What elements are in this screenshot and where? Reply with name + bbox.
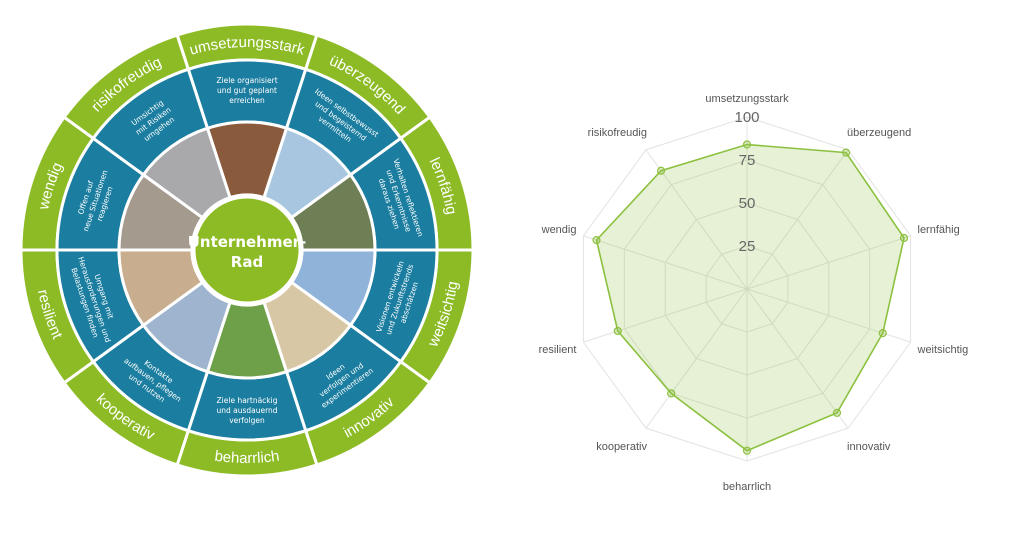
axis-label: lernfähig bbox=[918, 224, 960, 236]
center-title: Unternehmer- bbox=[188, 233, 307, 251]
axis-label: resilient bbox=[539, 344, 577, 356]
wheel-segment-0 bbox=[175, 22, 319, 200]
data-point-lernfähig bbox=[899, 233, 909, 243]
tick-label: 100 bbox=[734, 109, 759, 126]
segment-label: beharrlich bbox=[214, 448, 281, 467]
wheel-segment-9 bbox=[62, 33, 232, 220]
wheel-segment-6 bbox=[62, 280, 232, 467]
grid-spoke bbox=[746, 288, 849, 429]
data-point-beharrlich bbox=[742, 446, 752, 455]
axis-label: umsetzungsstark bbox=[705, 93, 789, 105]
axis-label: innovativ bbox=[847, 441, 891, 453]
data-point-resilient bbox=[613, 326, 622, 336]
data-point-kooperativ bbox=[667, 389, 676, 398]
axis-label: risikofreudig bbox=[588, 127, 647, 139]
radar-chart: 25 50 75 100 umsetzungsstark überzeugend lernf… bbox=[539, 93, 969, 493]
wheel-segment-4 bbox=[262, 280, 432, 467]
axis-label: kooperativ bbox=[596, 441, 647, 453]
data-point-wendig bbox=[592, 236, 601, 245]
wheel-segments bbox=[19, 22, 475, 478]
wheel-segment-3 bbox=[289, 248, 475, 385]
radar-grid bbox=[582, 116, 912, 462]
center-title: Rad bbox=[231, 253, 263, 271]
tick-label: 50 bbox=[739, 195, 756, 212]
data-point-weitsichtig bbox=[878, 329, 887, 338]
data-point-umsetzungsstark bbox=[742, 140, 752, 149]
data-point-innovativ bbox=[832, 408, 842, 417]
axis-label: überzeugend bbox=[847, 127, 911, 139]
wheel-segment-8 bbox=[19, 115, 205, 252]
axis-label: weitsichtig bbox=[917, 344, 969, 356]
data-point-überzeugend bbox=[841, 148, 851, 157]
grid-spoke bbox=[645, 149, 748, 290]
radar-series-area bbox=[595, 143, 905, 452]
tick-label: 25 bbox=[739, 238, 756, 255]
data-point-risikofreudig bbox=[656, 166, 666, 175]
grid-spoke bbox=[746, 149, 849, 290]
tick-label: 75 bbox=[739, 152, 756, 169]
axis-label: wendig bbox=[541, 224, 577, 236]
grid-spoke bbox=[583, 235, 748, 290]
grid-spoke bbox=[583, 288, 748, 343]
grid-spoke bbox=[645, 288, 748, 429]
grid-spoke bbox=[746, 235, 911, 290]
axis-label: beharrlich bbox=[723, 481, 771, 493]
wheel-center bbox=[190, 193, 304, 307]
